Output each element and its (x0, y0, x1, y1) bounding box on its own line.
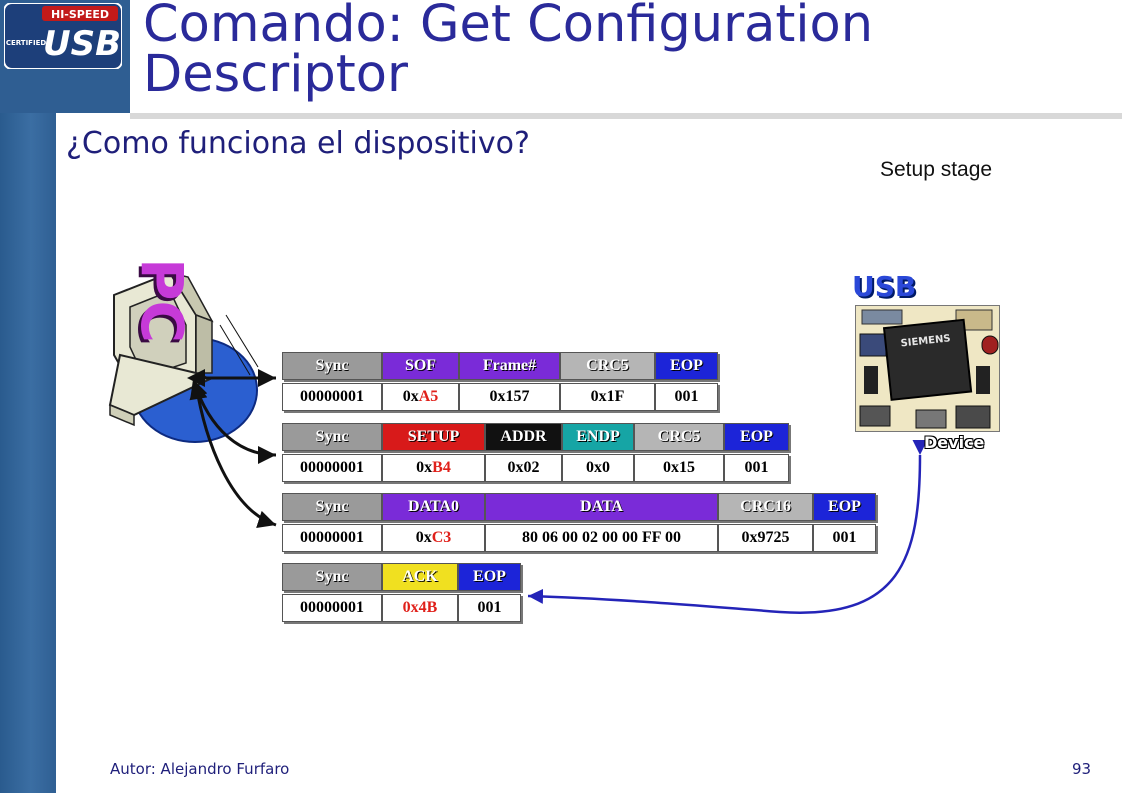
svg-text:USB: USB (43, 24, 121, 64)
field-addr-value: 0x02 (485, 454, 562, 482)
arrow-device-ack (527, 439, 928, 614)
field-crc16-header: CRC16 (718, 493, 813, 521)
packet-value-row: 00000001 0x4B 001 (282, 594, 521, 622)
field-addr-header: ADDR (485, 423, 562, 451)
field-sync-header: Sync (282, 563, 382, 591)
arrow-pc-setup (190, 379, 277, 464)
field-endp-value: 0x0 (562, 454, 634, 482)
field-sync-value: 00000001 (282, 524, 382, 552)
footer-author: Autor: Alejandro Furfaro (110, 760, 290, 778)
device-image: SIEMENS (855, 305, 1000, 432)
packet-header-row: Sync ACK EOP (282, 563, 521, 591)
left-sidebar-band (0, 0, 56, 793)
page-title: Comando: Get Configuration Descriptor (143, 0, 874, 104)
field-sync-value: 00000001 (282, 454, 382, 482)
field-eop-value: 001 (724, 454, 789, 482)
device-label: Device (924, 433, 985, 452)
field-sync-header: Sync (282, 352, 382, 380)
field-pid-header: DATA0 (382, 493, 485, 521)
packet-setup: Sync SETUP ADDR ENDP CRC5 EOP 00000001 0… (282, 423, 789, 485)
field-eop-value: 001 (655, 383, 718, 411)
field-sync-value: 00000001 (282, 594, 382, 622)
packet-header-row: Sync DATA0 DATA CRC16 EOP (282, 493, 876, 521)
packet-header-row: Sync SETUP ADDR ENDP CRC5 EOP (282, 423, 789, 451)
field-frame-value: 0x157 (459, 383, 560, 411)
field-pid-header: ACK (382, 563, 458, 591)
field-crc5-value: 0x15 (634, 454, 724, 482)
field-pid-header: SOF (382, 352, 459, 380)
field-eop-value: 001 (813, 524, 876, 552)
page-number: 93 (1072, 760, 1092, 778)
field-crc5-header: CRC5 (560, 352, 655, 380)
field-eop-value: 001 (458, 594, 521, 622)
usb-certified-logo: HI-SPEED CERTIFIED USB (4, 3, 122, 69)
field-eop-header: EOP (813, 493, 876, 521)
field-data-header: DATA (485, 493, 718, 521)
field-eop-header: EOP (724, 423, 789, 451)
field-sync-value: 00000001 (282, 383, 382, 411)
arrow-pc-data0 (189, 381, 277, 528)
field-crc16-value: 0x9725 (718, 524, 813, 552)
field-endp-header: ENDP (562, 423, 634, 451)
field-pid-header: SETUP (382, 423, 485, 451)
field-eop-header: EOP (458, 563, 521, 591)
svg-text:SIEMENS: SIEMENS (900, 333, 951, 349)
field-crc5-value: 0x1F (560, 383, 655, 411)
usb-device-illustration: SIEMENS (856, 306, 999, 431)
field-frame-header: Frame# (459, 352, 560, 380)
field-data-value: 80 06 00 02 00 00 FF 00 (485, 524, 718, 552)
field-crc5-header: CRC5 (634, 423, 724, 451)
svg-text:HI-SPEED: HI-SPEED (51, 8, 109, 21)
page-subtitle: ¿Como funciona el dispositivo? (66, 126, 530, 161)
packet-header-row: Sync SOF Frame# CRC5 EOP (282, 352, 718, 380)
field-sync-header: Sync (282, 493, 382, 521)
stage-label: Setup stage (880, 158, 993, 181)
field-pid-value: 0x4B (382, 594, 458, 622)
field-eop-header: EOP (655, 352, 718, 380)
usb-label: USB (852, 270, 917, 303)
title-divider (130, 113, 1122, 119)
packet-ack: Sync ACK EOP 00000001 0x4B 001 (282, 563, 521, 625)
field-sync-header: Sync (282, 423, 382, 451)
svg-text:CERTIFIED: CERTIFIED (6, 39, 47, 47)
